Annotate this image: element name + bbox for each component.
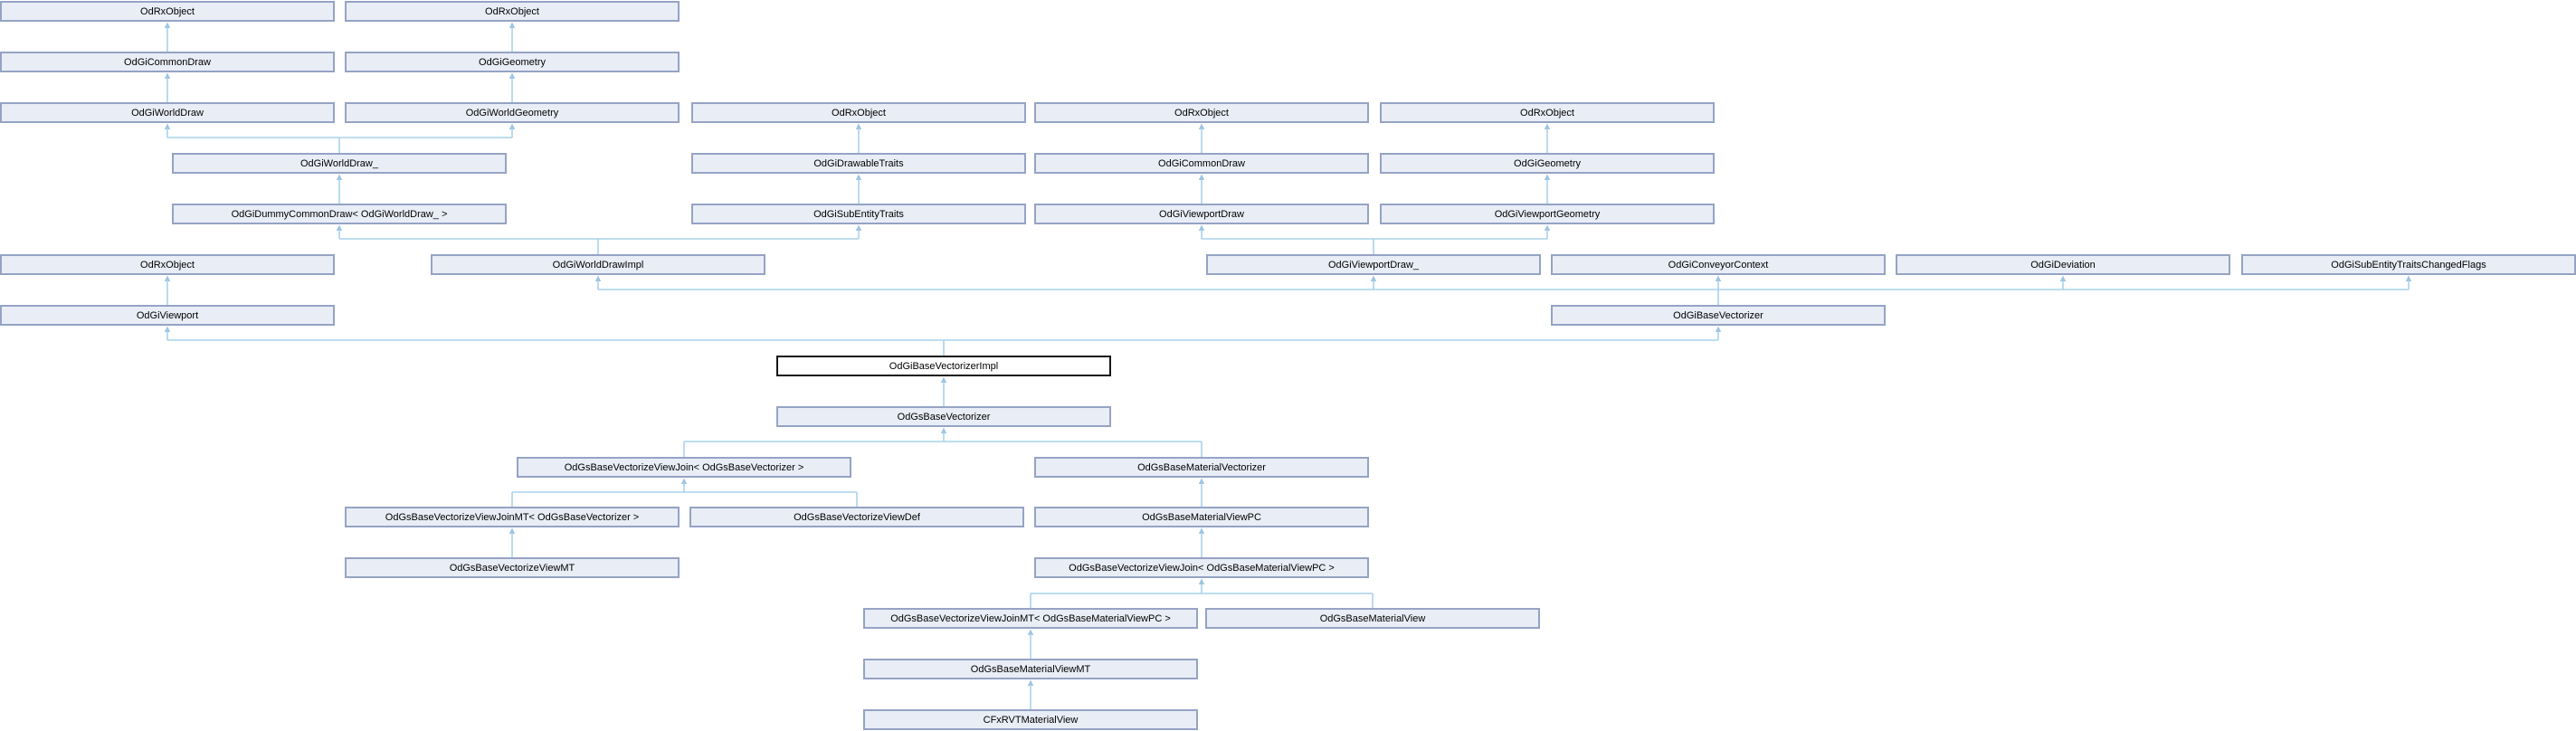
- inheritance-arrowhead: [1027, 629, 1034, 635]
- inheritance-arrowhead: [509, 527, 516, 534]
- class-node-odgibasevectorizerimpl: OdGiBaseVectorizerImpl: [776, 356, 1111, 376]
- class-node-odgsbasevectorizeviewdef[interactable]: OdGsBaseVectorizeViewDef: [689, 507, 1024, 527]
- inheritance-arrowhead: [1544, 174, 1551, 180]
- inheritance-arrowhead: [855, 174, 862, 180]
- inheritance-arrowhead: [164, 22, 171, 28]
- class-node-odgiviewportdraw[interactable]: OdGiViewportDraw: [1034, 204, 1369, 224]
- inheritance-arrowhead: [1544, 224, 1551, 231]
- inheritance-arrowhead: [509, 72, 516, 79]
- class-node-odrxobject[interactable]: OdRxObject: [691, 102, 1026, 123]
- inheritance-arrowhead: [1198, 478, 1205, 484]
- inheritance-edge: [597, 280, 2410, 305]
- class-node-odgigeometry[interactable]: OdGiGeometry: [1380, 153, 1715, 174]
- inheritance-arrowhead: [509, 22, 516, 28]
- class-node-odgiworldgeometry[interactable]: OdGiWorldGeometry: [345, 102, 680, 123]
- class-node-odgibasevectorizer[interactable]: OdGiBaseVectorizer: [1551, 305, 1886, 326]
- class-node-odgiconveyorcontext[interactable]: OdGiConveyorContext: [1551, 254, 1886, 275]
- inheritance-arrowhead: [594, 275, 602, 281]
- class-node-odgideviation[interactable]: OdGiDeviation: [1896, 254, 2230, 275]
- inheritance-arrowhead: [1198, 174, 1205, 180]
- class-node-odgsbasematerialview[interactable]: OdGsBaseMaterialView: [1205, 608, 1540, 629]
- class-node-odgsbasevectorizeviewmt[interactable]: OdGsBaseVectorizeViewMT: [345, 557, 680, 578]
- inheritance-arrowhead: [1198, 578, 1205, 584]
- class-node-odgigeometry[interactable]: OdGiGeometry: [345, 52, 680, 72]
- inheritance-arrowhead: [940, 376, 947, 383]
- inheritance-arrowhead: [1198, 224, 1205, 231]
- class-node-odgiviewport[interactable]: OdGiViewport: [0, 305, 335, 326]
- class-node-odgsbasevectorizer[interactable]: OdGsBaseVectorizer: [776, 406, 1111, 427]
- inheritance-arrowhead: [1544, 123, 1551, 129]
- class-node-odgsbasematerialvectorizer[interactable]: OdGsBaseMaterialVectorizer: [1034, 457, 1369, 478]
- class-node-odrxobject[interactable]: OdRxObject: [0, 254, 335, 275]
- inheritance-arrowhead: [680, 478, 688, 484]
- inheritance-arrowhead: [2059, 275, 2067, 281]
- inheritance-arrowhead: [1370, 275, 1377, 281]
- class-node-odgicommondraw[interactable]: OdGiCommonDraw: [0, 52, 335, 72]
- inheritance-arrowhead: [164, 123, 171, 129]
- class-node-odgsbasematerialviewmt[interactable]: OdGsBaseMaterialViewMT: [863, 659, 1198, 679]
- inheritance-edge: [166, 128, 513, 153]
- inheritance-arrowhead: [164, 72, 171, 79]
- class-node-odrxobject[interactable]: OdRxObject: [1380, 102, 1715, 123]
- inheritance-edge: [1030, 584, 1374, 608]
- inheritance-edge: [683, 432, 1202, 457]
- inheritance-arrowhead: [336, 174, 343, 180]
- inheritance-arrowhead: [1715, 275, 1722, 281]
- class-node-odgiviewportdraw[interactable]: OdGiViewportDraw_: [1206, 254, 1541, 275]
- class-node-odrxobject[interactable]: OdRxObject: [0, 1, 335, 22]
- class-node-odgsbasevectorizeviewjoinmt-odgsbasevectorizer[interactable]: OdGsBaseVectorizeViewJoinMT< OdGsBaseVec…: [345, 507, 680, 527]
- inheritance-edge: [511, 483, 858, 507]
- inheritance-arrowhead: [164, 326, 171, 332]
- inheritance-arrowhead: [1198, 123, 1205, 129]
- class-node-odgicommondraw[interactable]: OdGiCommonDraw: [1034, 153, 1369, 174]
- class-node-odgiworlddraw[interactable]: OdGiWorldDraw: [0, 102, 335, 123]
- class-node-odgsbasevectorizeviewjoin-odgsbasematerialviewpc[interactable]: OdGsBaseVectorizeViewJoin< OdGsBaseMater…: [1034, 557, 1369, 578]
- inheritance-arrowhead: [855, 224, 862, 231]
- class-node-odgsbasevectorizeviewjoin-odgsbasevectorizer[interactable]: OdGsBaseVectorizeViewJoin< OdGsBaseVecto…: [517, 457, 851, 478]
- class-node-odgsbasematerialviewpc[interactable]: OdGsBaseMaterialViewPC: [1034, 507, 1369, 527]
- class-node-odrxobject[interactable]: OdRxObject: [1034, 102, 1369, 123]
- class-node-odgiworlddraw[interactable]: OdGiWorldDraw_: [172, 153, 507, 174]
- inheritance-arrowhead: [2405, 275, 2412, 281]
- inheritance-arrowhead: [1198, 527, 1205, 534]
- inheritance-edge: [166, 331, 1719, 356]
- class-node-odgidummycommondraw-odgiworlddraw[interactable]: OdGiDummyCommonDraw< OdGiWorldDraw_ >: [172, 204, 507, 224]
- class-node-odgiviewportgeometry[interactable]: OdGiViewportGeometry: [1380, 204, 1715, 224]
- inheritance-arrowhead: [1027, 679, 1034, 686]
- class-node-odgidrawabletraits[interactable]: OdGiDrawableTraits: [691, 153, 1026, 174]
- inheritance-edge: [338, 230, 860, 254]
- inheritance-arrowhead: [509, 123, 516, 129]
- class-node-odgisubentitytraits[interactable]: OdGiSubEntityTraits: [691, 204, 1026, 224]
- class-node-odgiworlddrawimpl[interactable]: OdGiWorldDrawImpl: [431, 254, 765, 275]
- inheritance-arrowhead: [1715, 326, 1722, 332]
- inheritance-arrowhead: [940, 427, 947, 433]
- inheritance-edge: [1201, 230, 1548, 254]
- class-node-odrxobject[interactable]: OdRxObject: [345, 1, 680, 22]
- inheritance-arrowhead: [164, 275, 171, 281]
- inheritance-arrowhead: [336, 224, 343, 231]
- class-node-odgsbasevectorizeviewjoinmt-odgsbasematerialviewpc[interactable]: OdGsBaseVectorizeViewJoinMT< OdGsBaseMat…: [863, 608, 1198, 629]
- class-node-cfxrvtmaterialview[interactable]: CFxRVTMaterialView: [863, 709, 1198, 730]
- class-node-odgisubentitytraitschangedflags[interactable]: OdGiSubEntityTraitsChangedFlags: [2241, 254, 2576, 275]
- inheritance-arrowhead: [855, 123, 862, 129]
